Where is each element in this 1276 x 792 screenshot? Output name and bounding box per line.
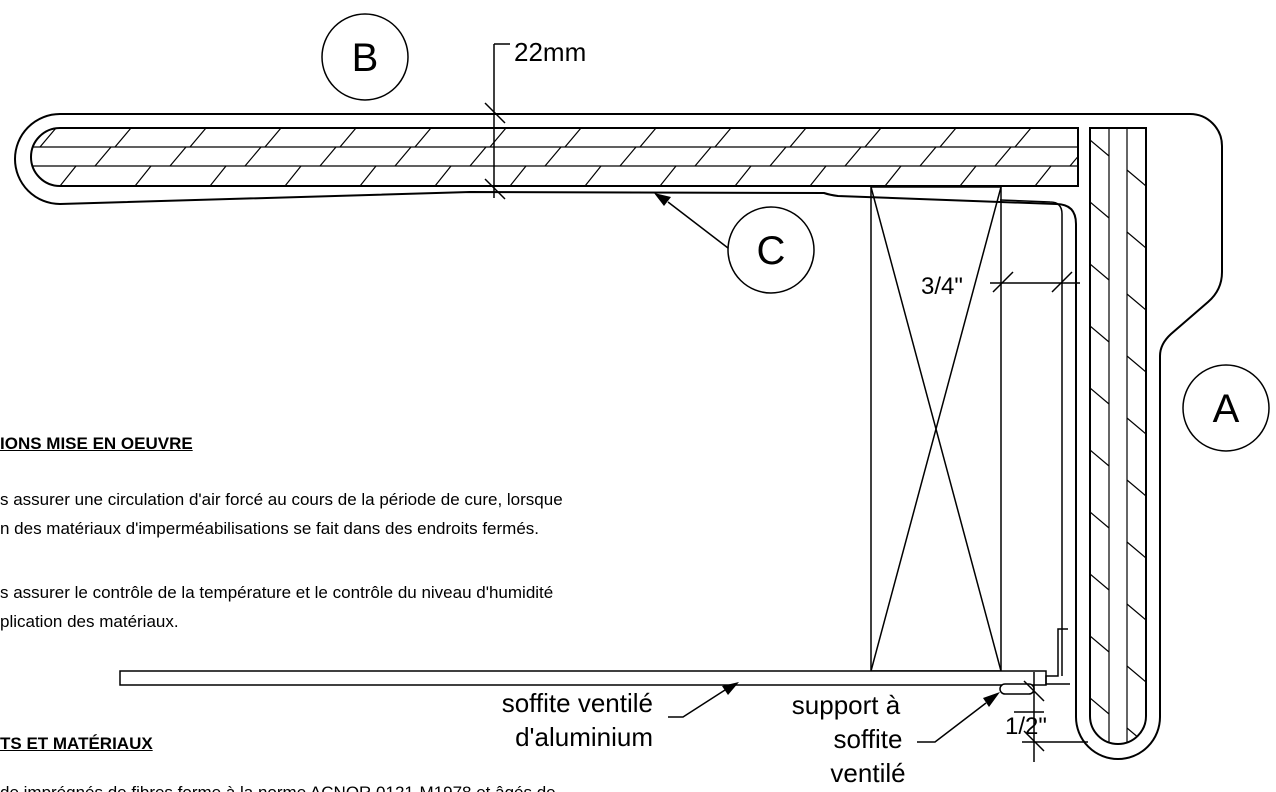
- svg-text:support à: support à: [792, 690, 901, 720]
- svg-text:B: B: [352, 36, 379, 80]
- furring-block: [870, 186, 1002, 672]
- svg-text:d'aluminium: d'aluminium: [515, 722, 653, 752]
- svg-text:ventilé: ventilé: [830, 758, 905, 788]
- dimension-board-thickness: [484, 43, 510, 200]
- soffit-panel: [119, 670, 1047, 686]
- horizontal-board: [30, 127, 1079, 187]
- membrane-outline: [14, 113, 1223, 760]
- soffit-support: [1045, 628, 1070, 685]
- support-label: support à soffite ventilé: [792, 690, 1000, 788]
- inner-flashing: [999, 199, 1063, 676]
- dimension-support-gap: [1014, 672, 1088, 762]
- svg-text:A: A: [1213, 387, 1240, 431]
- svg-text:C: C: [757, 229, 786, 273]
- note-paragraph-temp-line1: s assurer le contrôle de la température …: [0, 583, 554, 602]
- callout-c: C: [654, 193, 815, 294]
- svg-text:soffite: soffite: [834, 724, 903, 754]
- dimension-3-4: 3/4": [921, 273, 963, 300]
- soffit-label: soffite ventilé d'aluminium: [502, 682, 739, 752]
- note-paragraph-materials-partial: de imprégnés de fibres forme à la norme …: [0, 781, 556, 792]
- dimension-1-2: 1/2": [1005, 713, 1047, 740]
- note-paragraph-air-line2: n des matériaux d'imperméabilisations se…: [0, 519, 540, 538]
- vertical-board: [1089, 127, 1147, 745]
- section-heading-mise-en-oeuvre: IONS MISE EN OEUVRE: [0, 434, 193, 453]
- note-paragraph-temp-line2: plication des matériaux.: [0, 612, 179, 631]
- callout-a: A: [1182, 364, 1270, 452]
- callout-b: B: [321, 13, 409, 101]
- dimension-22mm: 22mm: [514, 37, 586, 67]
- section-heading-materiaux: TS ET MATÉRIAUX: [0, 734, 153, 753]
- svg-text:soffite ventilé: soffite ventilé: [502, 688, 653, 718]
- dimension-air-gap: [990, 271, 1080, 293]
- note-paragraph-air-line1: s assurer une circulation d'air forcé au…: [0, 490, 563, 509]
